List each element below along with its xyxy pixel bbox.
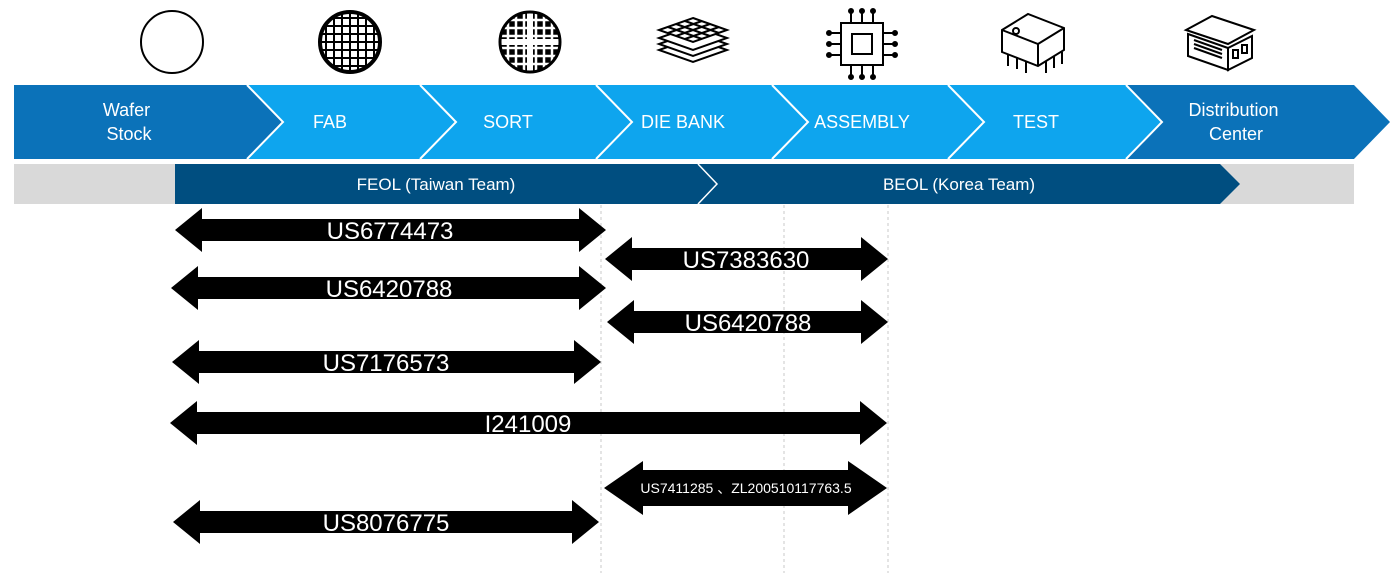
stage-label-distribution-center: Distribution Center <box>1188 100 1283 144</box>
patent-arrow: US7411285 、ZL200510117763.5 <box>604 461 887 515</box>
warehouse-icon <box>1183 14 1257 72</box>
stage-label-fab: FAB <box>313 112 347 132</box>
stage-chevron-wafer-stock <box>14 85 283 159</box>
stage-label-line: Center <box>1209 124 1263 144</box>
patent-arrow-label: US7176573 <box>323 350 450 377</box>
wafer-sorted-icon <box>498 10 562 74</box>
stage-chevrons <box>14 84 1390 160</box>
patent-arrow: I241009 <box>170 401 887 445</box>
patent-arrows: US6774473 US7383630 US6420788 US6420788 … <box>170 208 888 544</box>
stage-label-test: TEST <box>1013 112 1059 132</box>
phase-feol <box>175 164 717 204</box>
phase-bar: FEOL (Taiwan Team) BEOL (Korea Team) <box>14 163 1354 205</box>
patent-arrow-label: US6420788 <box>326 276 453 303</box>
patent-arrow: US6420788 <box>171 266 606 310</box>
phase-label-feol: FEOL (Taiwan Team) <box>357 175 516 194</box>
phase-label-beol: BEOL (Korea Team) <box>883 175 1035 194</box>
stage-label-die-bank: DIE BANK <box>641 112 725 132</box>
stage-label-assembly: ASSEMBLY <box>814 112 910 132</box>
patent-arrow: US7383630 <box>605 237 888 281</box>
patent-arrow-label: US6420788 <box>685 310 812 337</box>
stage-chevron-fab <box>247 85 456 159</box>
patent-arrow: US6774473 <box>175 208 606 252</box>
stage-chevron-sort <box>420 85 632 159</box>
patent-arrow: US8076775 <box>173 500 599 544</box>
patent-arrow-label: US7383630 <box>683 247 810 274</box>
patent-arrow-label: US6774473 <box>327 218 454 245</box>
stage-labels: Wafer Stock FAB SORT DIE BANK ASSEMBLY T… <box>103 100 1283 144</box>
patent-arrow-label: US8076775 <box>323 510 450 537</box>
patent-arrow-label: US7411285 、ZL200510117763.5 <box>640 480 851 496</box>
stage-label-line: Stock <box>106 124 152 144</box>
stage-chevron-test <box>948 85 1162 159</box>
stage-chevron-assembly <box>772 85 984 159</box>
patent-arrow: US7176573 <box>172 340 601 384</box>
wafer-blank-icon <box>140 10 204 74</box>
patent-arrow-label: I241009 <box>485 411 572 438</box>
stage-label-line: Wafer <box>103 100 150 120</box>
phase-beol <box>698 164 1240 204</box>
ic-package-icon <box>1001 12 1065 73</box>
stage-label-wafer-stock: Wafer Stock <box>103 100 155 144</box>
stage-label-sort: SORT <box>483 112 533 132</box>
stage-chevron-die-bank <box>596 85 808 159</box>
stage-chevron-distribution-center <box>1126 85 1390 159</box>
die-stack-icon <box>655 16 731 64</box>
chip-icon <box>826 8 898 80</box>
wafer-grid-icon <box>318 10 382 74</box>
patent-arrow: US6420788 <box>607 300 888 344</box>
stage-label-line: Distribution <box>1188 100 1278 120</box>
